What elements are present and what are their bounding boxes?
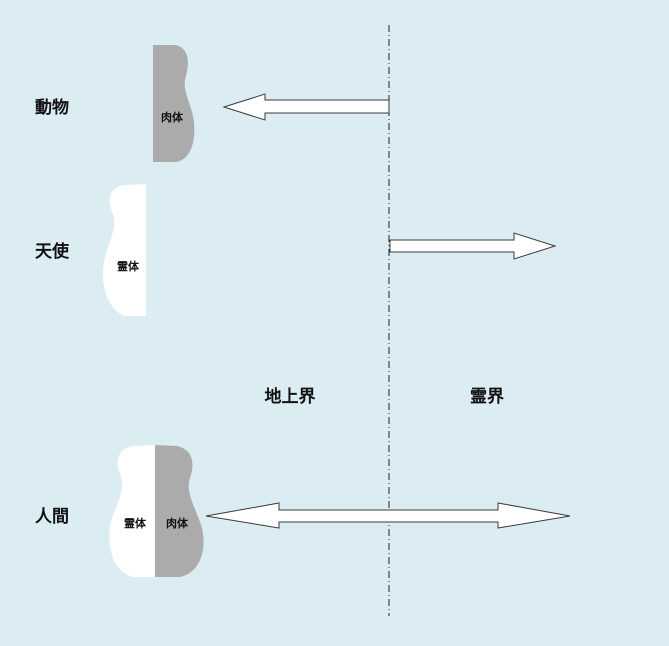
human-spirit-shape bbox=[109, 445, 155, 577]
arrow-left-animal bbox=[222, 93, 390, 121]
row-label-angel: 天使 bbox=[35, 241, 70, 262]
row-label-animal: 動物 bbox=[35, 97, 69, 118]
animal-body-shape bbox=[153, 45, 195, 162]
arrow-right-angel bbox=[389, 232, 557, 260]
human-body-shape bbox=[155, 445, 204, 577]
human-spirit-label: 霊体 bbox=[124, 516, 147, 530]
arrow-bidirectional-human bbox=[205, 502, 571, 529]
angel-spirit-shape bbox=[102, 184, 146, 316]
realm-label-earthly: 地上界 bbox=[265, 386, 316, 407]
animal-body-label: 肉体 bbox=[161, 110, 184, 124]
angel-spirit-label: 霊体 bbox=[117, 259, 140, 273]
realm-label-spiritual: 霊界 bbox=[470, 387, 504, 407]
human-body-label: 肉体 bbox=[166, 516, 189, 530]
row-label-human: 人間 bbox=[35, 507, 69, 527]
